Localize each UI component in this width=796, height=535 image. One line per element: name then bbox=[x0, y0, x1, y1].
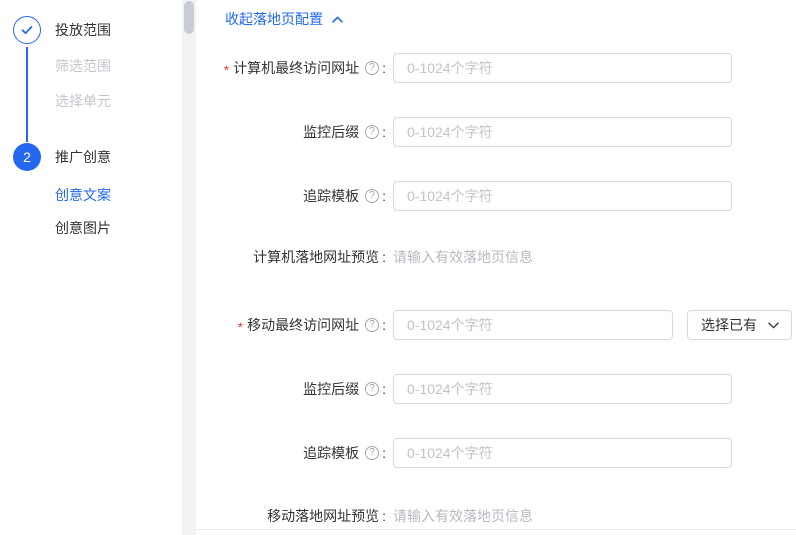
select-existing-dropdown[interactable]: 选择已有 bbox=[687, 310, 792, 340]
mobile-final-url-label-text: 移动最终访问网址 bbox=[247, 317, 360, 333]
help-icon[interactable]: ? bbox=[365, 318, 380, 332]
section-divider bbox=[196, 529, 796, 530]
mobile-tracking-suffix-label: 监控后缀 ? : bbox=[196, 379, 386, 399]
mobile-final-url-row: * 移动最终访问网址 ? : 选择已有 bbox=[196, 310, 796, 340]
step-sidebar: 投放范围 筛选范围 选择单元 2 推广创意 创意文案 创意图片 bbox=[0, 0, 182, 535]
pc-landing-url-preview-row: 计算机落地网址预览 : 请输入有效落地页信息 bbox=[196, 247, 796, 267]
required-mark: * bbox=[237, 319, 244, 335]
collapse-landing-config-toggle[interactable]: 收起落地页配置 bbox=[225, 9, 343, 29]
mobile-landing-url-preview-value: 请输入有效落地页信息 bbox=[393, 508, 533, 524]
colon: : bbox=[382, 249, 386, 265]
pc-final-url-label-text: 计算机最终访问网址 bbox=[233, 60, 360, 76]
caret-up-icon bbox=[332, 16, 343, 23]
colon: : bbox=[382, 188, 386, 204]
mobile-tracking-suffix-label-text: 监控后缀 bbox=[303, 381, 360, 397]
colon: : bbox=[382, 60, 386, 76]
mobile-tracking-suffix-input[interactable] bbox=[393, 374, 732, 404]
collapse-landing-config-label: 收起落地页配置 bbox=[225, 11, 323, 27]
colon: : bbox=[382, 445, 386, 461]
mobile-final-url-label: * 移动最终访问网址 ? : bbox=[196, 315, 386, 335]
pc-tracking-suffix-input[interactable] bbox=[393, 117, 732, 147]
step2-number: 2 bbox=[23, 149, 31, 165]
pc-landing-url-preview-label: 计算机落地网址预览 : bbox=[196, 247, 386, 267]
mobile-tracking-suffix-row: 监控后缀 ? : bbox=[196, 374, 796, 404]
colon: : bbox=[382, 124, 386, 140]
required-mark: * bbox=[223, 62, 230, 78]
help-icon[interactable]: ? bbox=[365, 446, 380, 460]
scrollbar-thumb[interactable] bbox=[184, 1, 194, 34]
mobile-tracking-template-input[interactable] bbox=[393, 438, 732, 468]
sidebar-substep-creative-copy[interactable]: 创意文案 bbox=[55, 187, 111, 203]
sidebar-step-targeting-scope[interactable]: 投放范围 bbox=[55, 22, 111, 38]
landing-page-config-panel: 收起落地页配置 * 计算机最终访问网址 ? : bbox=[196, 0, 796, 535]
step2-number-circle: 2 bbox=[13, 143, 41, 171]
mobile-tracking-template-row: 追踪模板 ? : bbox=[196, 438, 796, 468]
pc-tracking-template-input[interactable] bbox=[393, 181, 732, 211]
mobile-tracking-template-label-text: 追踪模板 bbox=[303, 445, 360, 461]
sidebar-substep-select-unit[interactable]: 选择单元 bbox=[55, 93, 111, 109]
pc-tracking-template-label-text: 追踪模板 bbox=[303, 188, 360, 204]
mobile-final-url-input[interactable] bbox=[393, 310, 673, 340]
help-icon[interactable]: ? bbox=[365, 125, 380, 139]
mobile-landing-url-preview-label: 移动落地网址预览 : bbox=[196, 506, 386, 526]
check-icon bbox=[20, 24, 34, 36]
sidebar-step-promotion-creative[interactable]: 推广创意 bbox=[55, 149, 111, 165]
help-icon[interactable]: ? bbox=[365, 382, 380, 396]
colon: : bbox=[382, 317, 386, 333]
mobile-landing-url-preview-label-text: 移动落地网址预览 bbox=[267, 508, 380, 524]
pc-final-url-row: * 计算机最终访问网址 ? : bbox=[196, 53, 796, 83]
pc-landing-url-preview-label-text: 计算机落地网址预览 bbox=[253, 249, 380, 265]
pc-tracking-template-label: 追踪模板 ? : bbox=[196, 186, 386, 206]
mobile-tracking-template-label: 追踪模板 ? : bbox=[196, 443, 386, 463]
pc-tracking-suffix-label: 监控后缀 ? : bbox=[196, 122, 386, 142]
chevron-down-icon bbox=[768, 321, 779, 329]
stepper-connector-line bbox=[26, 47, 28, 142]
help-icon[interactable]: ? bbox=[365, 61, 380, 75]
select-existing-dropdown-label: 选择已有 bbox=[701, 317, 757, 333]
landing-page-form: * 计算机最终访问网址 ? : 监控后缀 ? : 追踪模板 bbox=[196, 53, 796, 526]
pc-landing-url-preview-value: 请输入有效落地页信息 bbox=[393, 249, 533, 265]
pc-tracking-suffix-label-text: 监控后缀 bbox=[303, 124, 360, 140]
sidebar-substep-filter-scope[interactable]: 筛选范围 bbox=[55, 58, 111, 74]
sidebar-substep-creative-image[interactable]: 创意图片 bbox=[55, 220, 111, 236]
scrollbar-track[interactable] bbox=[182, 0, 196, 535]
mobile-landing-url-preview-row: 移动落地网址预览 : 请输入有效落地页信息 bbox=[196, 506, 796, 526]
help-icon[interactable]: ? bbox=[365, 189, 380, 203]
pc-final-url-input[interactable] bbox=[393, 53, 732, 83]
pc-final-url-label: * 计算机最终访问网址 ? : bbox=[196, 58, 386, 78]
step1-done-circle bbox=[13, 16, 41, 44]
pc-tracking-template-row: 追踪模板 ? : bbox=[196, 181, 796, 211]
pc-tracking-suffix-row: 监控后缀 ? : bbox=[196, 117, 796, 147]
colon: : bbox=[382, 381, 386, 397]
colon: : bbox=[382, 508, 386, 524]
